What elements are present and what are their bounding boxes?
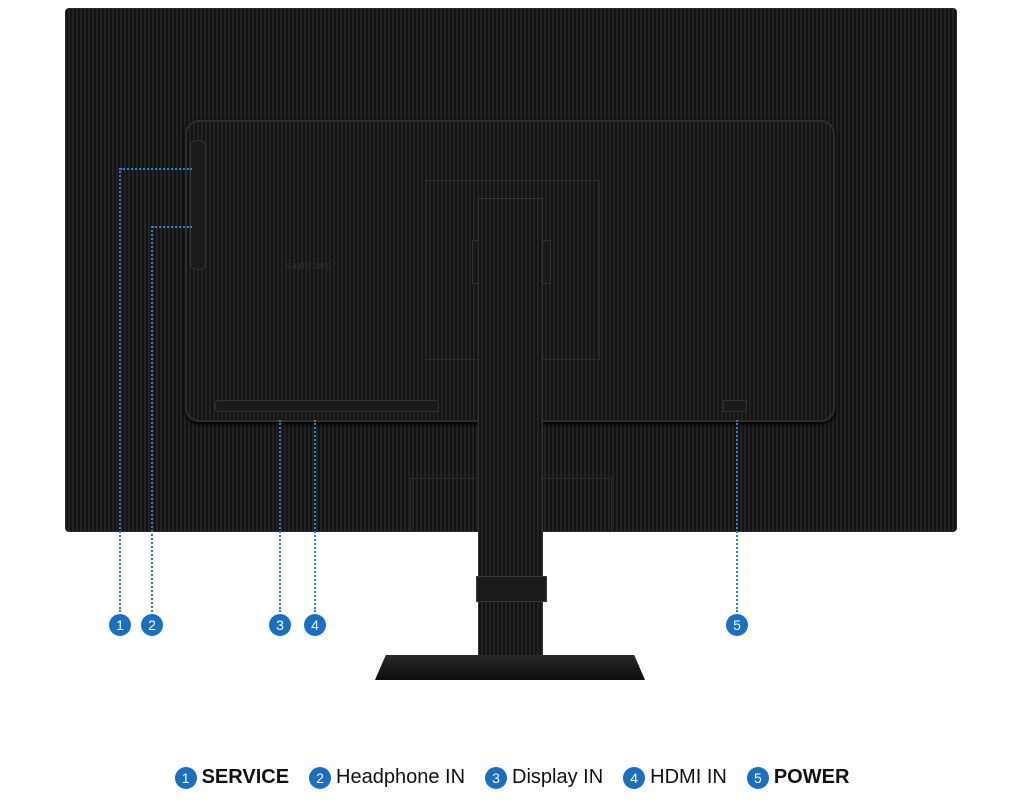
- stand-cable-clip: [476, 576, 547, 602]
- power-port: [723, 400, 747, 412]
- stand-base: [375, 655, 645, 680]
- callout-line-1: [119, 168, 121, 612]
- legend-label: Headphone IN: [336, 766, 466, 788]
- legend-label: Display IN: [512, 766, 604, 788]
- bottom-port-strip: [215, 400, 439, 412]
- legend-badge: 4: [623, 766, 646, 789]
- callout-line-3: [279, 420, 281, 612]
- legend-badge: 2: [309, 766, 332, 789]
- callout-badge-4: 4: [304, 614, 326, 636]
- side-port-strip: [190, 140, 206, 270]
- legend-badge: 3: [485, 766, 508, 789]
- callout-line-5: [736, 420, 738, 612]
- callout-badge-5: 5: [726, 614, 748, 636]
- legend-badge: 5: [746, 766, 769, 789]
- callout-badge-2: 2: [141, 614, 163, 636]
- legend-label: SERVICE: [201, 766, 290, 788]
- callout-badge-3: 3: [269, 614, 291, 636]
- legend-label: POWER: [773, 766, 850, 788]
- legend-label: HDMI IN: [650, 766, 727, 788]
- legend-badge: 1: [174, 766, 197, 789]
- callout-line-2: [151, 226, 153, 612]
- callout-line-2h: [152, 226, 192, 228]
- callout-badge-1: 1: [109, 614, 131, 636]
- callout-line-1h: [120, 168, 192, 170]
- callout-line-4: [314, 420, 316, 612]
- samsung-logo: SAMSUNG: [285, 262, 333, 271]
